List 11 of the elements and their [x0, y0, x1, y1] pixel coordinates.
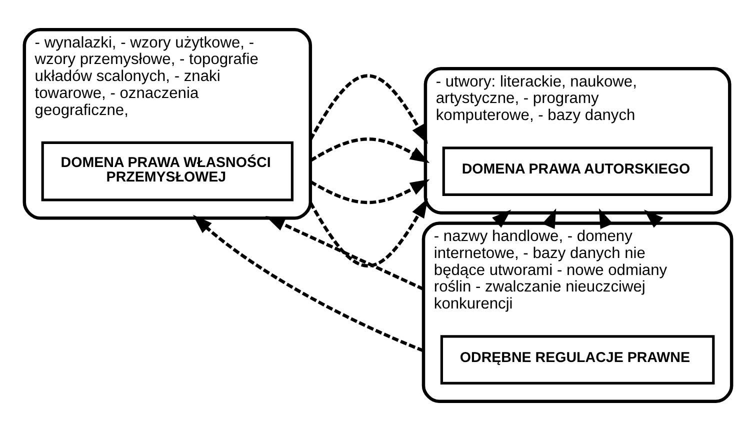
arrow [310, 138, 430, 164]
node-box: ODRĘBNE REGULACJE PRAWNE [440, 335, 715, 384]
node-box: DOMENA PRAWA AUTORSKIEGO [442, 146, 713, 196]
arrow [192, 214, 424, 352]
arrow [492, 210, 512, 228]
arrow [310, 179, 430, 204]
arrow [265, 216, 424, 291]
arrow [309, 74, 428, 144]
arrow [309, 198, 428, 268]
arrow [644, 210, 664, 228]
node-box: DOMENA PRAWA WŁASNOŚCI PRZEMYSŁOWEJ [41, 141, 294, 202]
